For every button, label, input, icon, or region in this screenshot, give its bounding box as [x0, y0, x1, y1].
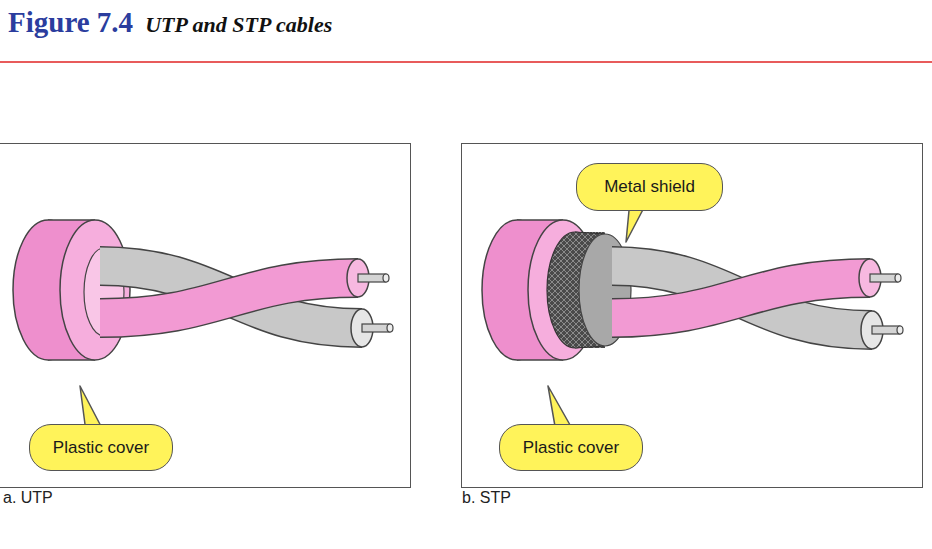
callout-label: Plastic cover: [53, 438, 149, 458]
panel-label: b. STP: [462, 489, 511, 507]
title-rule: [0, 61, 932, 63]
figure-panel: a. UTPPlastic cover: [0, 143, 411, 488]
figure-heading: Figure 7.4 UTP and STP cables: [8, 6, 332, 39]
callout-bubble: Plastic cover: [29, 424, 173, 471]
panel-label: a. UTP: [3, 489, 53, 507]
stp-cable: [482, 200, 903, 432]
figure-caption: UTP and STP cables: [145, 12, 332, 38]
figure-panel: b. STPMetal shieldPlastic cover: [461, 143, 923, 488]
figure-title: Figure 7.4: [8, 6, 133, 39]
callout-bubble: Metal shield: [576, 163, 723, 211]
utp-cable: [13, 220, 393, 432]
callout-bubble: Plastic cover: [499, 424, 643, 471]
callout-label: Plastic cover: [523, 438, 619, 458]
callout-label: Metal shield: [604, 177, 695, 197]
